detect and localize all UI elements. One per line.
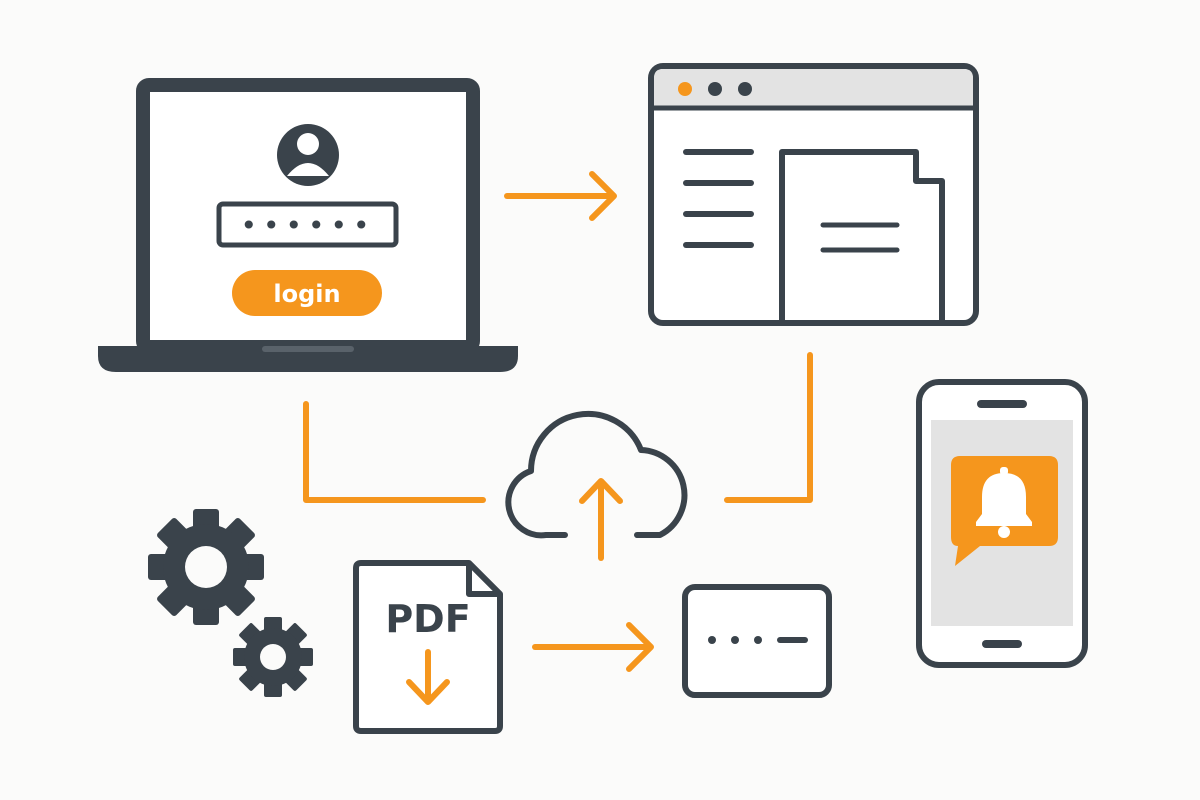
arrow-laptop-to-browser xyxy=(504,171,617,221)
pdf-label: PDF xyxy=(385,597,470,641)
window-control-dot[interactable] xyxy=(738,82,752,96)
document-text-lines xyxy=(820,222,900,253)
pdf-document: PDF xyxy=(353,560,503,734)
browser-title-bar xyxy=(654,69,973,108)
login-button[interactable] xyxy=(232,270,382,316)
document-panel xyxy=(779,149,945,321)
phone-speaker xyxy=(977,400,1027,408)
laptop: •••••• login xyxy=(98,78,518,372)
connector-browser-to-cloud xyxy=(724,352,813,503)
pdf-page xyxy=(353,560,503,734)
laptop-base xyxy=(98,346,518,372)
bell-icon xyxy=(976,467,1032,538)
laptop-notch xyxy=(262,346,354,352)
upload-arrow xyxy=(579,478,623,561)
cloud-upload-icon xyxy=(505,410,688,561)
password-field[interactable] xyxy=(216,201,399,248)
connector-laptop-to-cloud xyxy=(303,401,486,503)
window-control-dot[interactable] xyxy=(678,82,692,96)
password-box xyxy=(682,584,832,698)
password-box-dots xyxy=(708,636,762,644)
user-avatar-icon xyxy=(277,124,339,186)
gear-icon xyxy=(233,617,313,697)
browser-sidebar-lines xyxy=(683,149,754,248)
login-button-label: login xyxy=(273,280,340,308)
browser-window xyxy=(648,63,979,326)
browser-frame xyxy=(648,63,979,326)
phone-home-bar[interactable] xyxy=(982,640,1022,648)
download-arrow-icon xyxy=(406,649,450,705)
smartphone xyxy=(916,379,1088,668)
pdf-page-fold xyxy=(466,563,500,597)
arrow-pdf-to-password-box xyxy=(532,622,654,672)
cloud-outline xyxy=(505,410,688,539)
window-control-dot[interactable] xyxy=(708,82,722,96)
password-mask: •••••• xyxy=(240,209,375,242)
gear-icon xyxy=(148,509,264,625)
